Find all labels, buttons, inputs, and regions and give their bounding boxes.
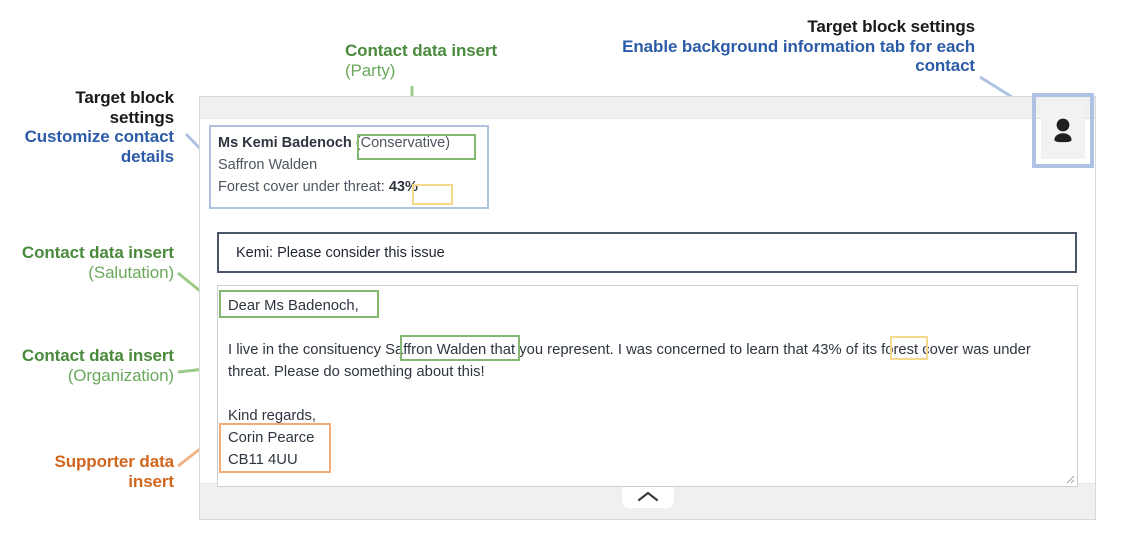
message-salutation: Dear Ms Badenoch, [228,298,359,314]
annotation-contact-data-insert-party: Contact data insert (Party) [345,41,500,80]
message-body-textarea[interactable]: Dear Ms Badenoch, I live in the consitue… [217,285,1078,487]
subject-input[interactable]: Kemi: Please consider this issue [217,232,1077,273]
chevron-up-icon [637,491,658,501]
message-para-middle: that you represent. I was concerned to l… [486,342,813,358]
annotation-target-block-right-body: Enable background information tab for ea… [622,36,975,76]
annotation-target-block-right-title: Target block settings [807,17,975,36]
background-information-tab[interactable] [1041,101,1085,159]
contact-organization: Saffron Walden [218,157,318,173]
contact-details-block: Ms Kemi Badenoch (Conservative) Saffron … [218,132,483,198]
message-paragraph: I live in the consituency Saffron Walden… [228,339,1065,383]
annotation-supporter-data-insert: Supporter data insert [54,452,174,491]
annotation-target-block-left-title: Target block settings [75,88,174,127]
message-para-suffix: of its forest cover was under threat. Pl… [228,342,1031,380]
contact-name-row: Ms Kemi Badenoch (Conservative) [218,132,483,154]
highlight-box-salutation [219,290,379,318]
panel-header-bar [200,97,1095,119]
highlight-box-avatar-tab [1032,93,1094,168]
message-signoff: Kind regards, [228,408,317,424]
message-supporter-name: Corin Pearce [228,430,315,446]
message-para-organization: Saffron Walden [385,342,487,358]
annotation-organization-light: (Organization) [67,365,174,385]
subject-input-value: Kemi: Please consider this issue [236,244,445,261]
message-spacer-2 [228,383,1065,405]
panel-footer-bar [200,483,1095,519]
annotation-contact-data-insert-organization: Contact data insert (Organization) [8,346,174,385]
resize-grip-icon[interactable] [1063,472,1075,484]
person-avatar-icon [1054,118,1072,143]
highlight-box-contact-reference [412,184,453,205]
highlight-box-body-reference [890,336,928,360]
highlight-box-party [357,134,476,160]
message-spacer-1 [228,317,1065,339]
annotation-target-block-right: Target block settings Enable background … [600,17,975,76]
contact-party: (Conservative) [355,135,451,151]
contact-reference-label: Forest cover under threat: [218,179,385,195]
highlight-box-contact-block [209,125,489,209]
message-para-prefix: I live in the consituency [228,342,386,358]
annotation-contact-party-bold: Contact data insert [345,41,498,60]
annotation-organization-bold: Contact data insert [21,346,174,365]
annotation-salutation-light: (Salutation) [88,262,174,282]
highlight-box-supporter [219,423,331,473]
message-para-reference: 43% [812,342,842,358]
annotation-target-block-left: Target block settings Customize contact … [8,88,175,167]
annotation-contact-data-insert-salutation: Contact data insert (Salutation) [8,243,174,282]
contact-name: Ms Kemi Badenoch [218,135,352,151]
annotation-salutation-bold: Contact data insert [21,243,174,262]
contact-reference-value: 43% [388,179,418,195]
collapse-panel-button[interactable] [621,484,674,508]
annotation-target-block-left-body: Customize contact details [24,127,175,167]
annotation-contact-party-light: (Party) [345,60,396,80]
message-supporter-postcode: CB11 4UU [228,452,298,468]
contact-reference-row: Forest cover under threat: 43% [218,176,483,198]
highlight-box-organization [400,335,520,361]
